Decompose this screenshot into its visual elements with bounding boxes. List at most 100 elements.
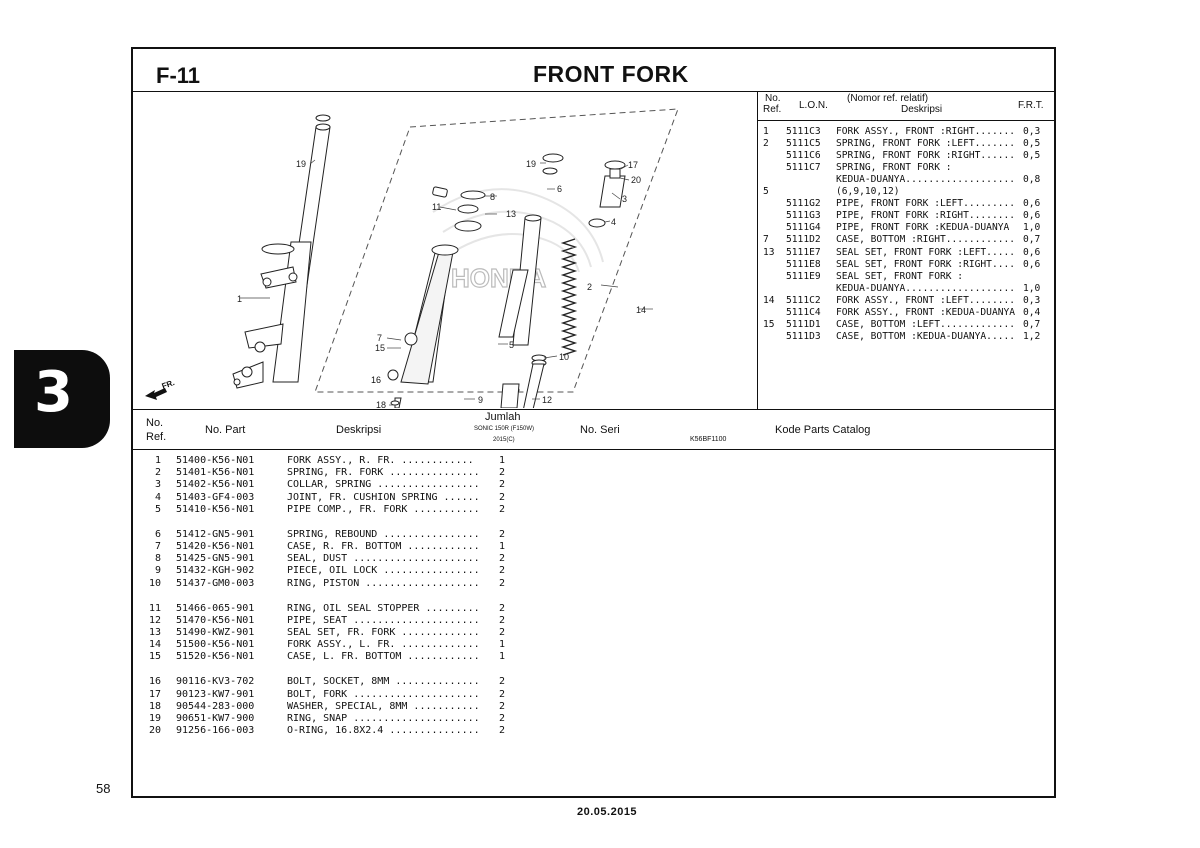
part-cell-desc: CASE, R. FR. BOTTOM ............	[287, 541, 480, 552]
callout: 10	[559, 352, 569, 362]
ref-cell-lon: 5111G4	[786, 222, 821, 234]
part-cell-ref: 4	[154, 491, 161, 503]
ref-cell-desc: SPRING, FRONT FORK :LEFT.......	[836, 138, 1016, 150]
part-cell-ref: 12	[148, 614, 161, 626]
part-cell-desc: FORK ASSY., R. FR. ............	[287, 455, 474, 466]
ref-cell-lon: 5111C2	[786, 294, 821, 306]
part-cell-qty: 2	[499, 528, 506, 540]
part-cell-ref: 1	[154, 455, 161, 466]
ref-cell-frt: 0,8	[1023, 174, 1041, 186]
ref-header-lon: L.O.N.	[799, 100, 828, 111]
callout: 4	[611, 217, 616, 227]
part-cell-part: 51410-K56-N01	[176, 503, 255, 515]
part-cell-desc: RING, SNAP .....................	[287, 713, 480, 724]
part-cell-qty: 1	[499, 455, 506, 466]
callout: 8	[490, 192, 495, 202]
part-cell-qty: 2	[499, 676, 506, 688]
ref-header-deskripsi: Deskripsi	[901, 104, 943, 115]
part-cell-qty: 2	[499, 627, 506, 638]
part-cell-ref: 10	[148, 577, 161, 589]
fr-label: FR.	[161, 378, 176, 391]
part-cell-qty: 1	[499, 541, 506, 552]
callout: 9	[478, 395, 483, 405]
callout: 20	[631, 175, 641, 185]
part-cell-ref: 17	[148, 688, 161, 700]
part-cell-qty: 1	[499, 639, 506, 651]
ref-cell-desc: SEAL SET, FRONT FORK :	[836, 270, 964, 282]
divider	[757, 120, 1056, 121]
part-cell-part: 51420-K56-N01	[176, 541, 255, 552]
part-cell-desc: WASHER, SPECIAL, 8MM ...........	[287, 700, 480, 712]
ref-cell-desc: SEAL SET, FRONT FORK :RIGHT....	[836, 258, 1016, 270]
ref-cell-desc: CASE, BOTTOM :KEDUA-DUANYA.....	[836, 330, 1016, 342]
part-cell-qty: 2	[499, 713, 506, 724]
part-cell-ref: 6	[154, 528, 161, 540]
ref-cell-lon: 5111D1	[786, 318, 821, 330]
part-cell-desc: SEAL, DUST .....................	[287, 553, 480, 565]
ref-header-no: No.	[765, 93, 781, 104]
ref-cell-desc: PIPE, FRONT FORK :KEDUA-DUANYA	[836, 222, 1010, 234]
ref-cell-lon: 5111E7	[786, 246, 821, 258]
part-cell-part: 51401-K56-N01	[176, 467, 255, 479]
callout: 6	[557, 184, 562, 194]
part-cell-qty: 2	[499, 565, 506, 577]
callout: 16	[371, 375, 382, 385]
parts-header-catalog: Kode Parts Catalog	[775, 424, 871, 436]
part-cell-desc: JOINT, FR. CUSHION SPRING ......	[287, 491, 480, 503]
part-cell-desc: PIPE, SEAT .....................	[287, 614, 480, 626]
divider	[133, 449, 1056, 450]
part-cell-qty: 2	[499, 614, 506, 626]
part-cell-qty: 2	[499, 602, 506, 614]
ref-cell-ref: 15	[763, 318, 775, 330]
callout: 1	[237, 294, 242, 304]
ref-cell-frt: 0,6	[1023, 210, 1041, 222]
part-cell-desc: O-RING, 16.8X2.4 ...............	[287, 725, 480, 737]
part-cell-ref: 8	[154, 553, 161, 565]
part-cell-part: 90123-KW7-901	[176, 688, 255, 700]
ref-cell-frt: 0,3	[1023, 126, 1041, 137]
ref-cell-desc: KEDUA-DUANYA...................	[836, 174, 1016, 186]
part-cell-qty: 2	[499, 553, 506, 565]
part-cell-qty: 2	[499, 491, 506, 503]
exploded-diagram: HONDA	[133, 92, 756, 443]
part-cell-ref: 3	[154, 479, 161, 491]
part-cell-desc: RING, OIL SEAL STOPPER .........	[287, 602, 480, 614]
part-cell-ref: 5	[154, 503, 161, 515]
ref-cell-desc: CASE, BOTTOM :RIGHT............	[836, 234, 1016, 246]
part-cell-desc: RING, PISTON ...................	[287, 577, 480, 589]
part-cell-part: 51500-K56-N01	[176, 639, 255, 651]
part-cell-qty: 2	[499, 503, 506, 515]
ref-header-frt: F.R.T.	[1018, 100, 1044, 111]
ref-cell-lon: 5111G2	[786, 198, 821, 210]
ref-cell-ref: 1	[763, 126, 769, 137]
part-cell-desc: PIECE, OIL LOCK ................	[287, 565, 480, 577]
part-cell-ref: 13	[148, 627, 161, 638]
ref-cell-frt: 0,5	[1023, 150, 1041, 162]
part-cell-qty: 2	[499, 700, 506, 712]
parts-header-no: No.	[146, 417, 164, 429]
part-cell-part: 51466-065-901	[176, 602, 255, 614]
ref-cell-frt: 0,4	[1023, 306, 1041, 318]
ref-cell-frt: 1,0	[1023, 282, 1041, 294]
ref-cell-frt: 0,6	[1023, 258, 1041, 270]
parts-header-ref: Ref.	[146, 431, 167, 443]
part-cell-part: 51470-K56-N01	[176, 614, 255, 626]
ref-cell-ref: 2	[763, 138, 769, 150]
callout: 7	[377, 333, 382, 343]
ref-cell-frt: 1,2	[1023, 330, 1041, 342]
ref-cell-frt: 1,0	[1023, 222, 1041, 234]
front-arrow-icon: FR.	[145, 378, 176, 400]
part-cell-part: 90651-KW7-900	[176, 713, 255, 724]
part-cell-ref: 16	[148, 676, 161, 688]
ref-cell-lon: 5111C5	[786, 138, 821, 150]
callout: 11	[432, 202, 441, 212]
ref-cell-desc: FORK ASSY., FRONT :LEFT........	[836, 294, 1016, 306]
fork-drawing: HONDA	[145, 108, 679, 431]
ref-cell-desc: FORK ASSY., FRONT :RIGHT.......	[836, 126, 1016, 137]
part-cell-part: 51490-KWZ-901	[176, 627, 255, 638]
parts-header-year: 2015(C)	[493, 437, 515, 443]
ref-cell-frt: 0,5	[1023, 138, 1041, 150]
ref-cell-ref: 5	[763, 186, 769, 198]
ref-cell-lon: 5111C6	[786, 150, 821, 162]
chapter-number: 3	[34, 360, 73, 425]
